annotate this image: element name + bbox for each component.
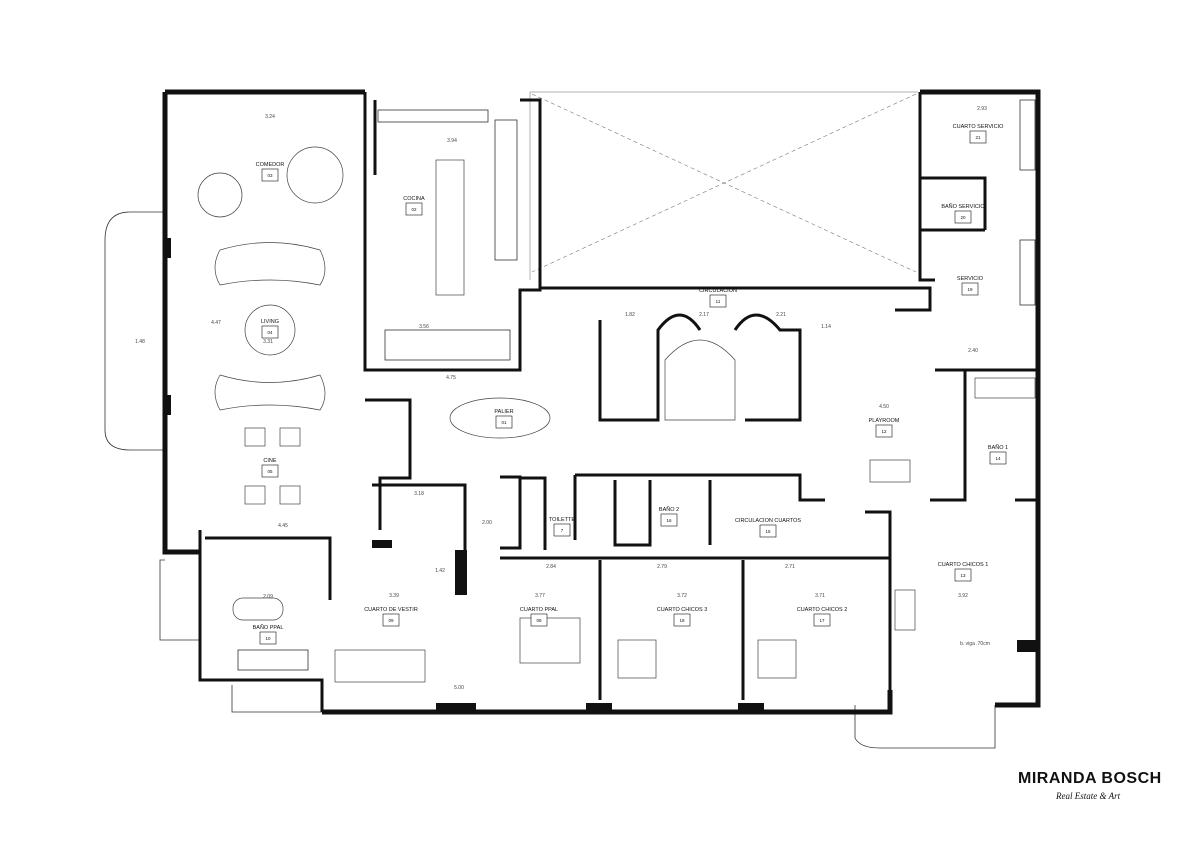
room-palier: PALIER 01 bbox=[494, 409, 514, 429]
room-bano-2: BAÑO 2 16 bbox=[659, 506, 679, 527]
svg-text:10: 10 bbox=[265, 636, 271, 641]
room-cuarto-ppal: CUARTO PPAL 08 bbox=[520, 607, 558, 627]
room-circulacion-cuartos: CIRCULACION CUARTOS 15 bbox=[735, 518, 801, 538]
svg-text:19: 19 bbox=[967, 287, 973, 292]
svg-text:LIVING: LIVING bbox=[261, 319, 279, 325]
dimension-labels: 3.24 3.94 2.93 4.47 3.31 1.48 3.56 4.75 … bbox=[135, 106, 990, 691]
room-cine: CINE 05 bbox=[261, 458, 279, 478]
svg-text:BAÑO 2: BAÑO 2 bbox=[659, 506, 679, 513]
room-playroom: PLAYROOM 12 bbox=[869, 418, 900, 438]
svg-text:2.71: 2.71 bbox=[785, 564, 795, 570]
svg-text:PALIER: PALIER bbox=[494, 409, 513, 415]
svg-text:2.21: 2.21 bbox=[776, 312, 786, 318]
svg-text:18: 18 bbox=[679, 618, 685, 623]
room-cuarto-servicio: CUARTO SERVICIO 21 bbox=[953, 124, 1004, 144]
room-comedor: COMEDOR 03 bbox=[256, 162, 285, 182]
svg-text:09: 09 bbox=[388, 618, 394, 623]
svg-text:BAÑO SERVICIO: BAÑO SERVICIO bbox=[941, 203, 985, 210]
svg-text:4.50: 4.50 bbox=[879, 404, 889, 410]
svg-text:08: 08 bbox=[536, 618, 542, 623]
svg-text:13: 13 bbox=[960, 573, 966, 578]
room-living: LIVING 04 bbox=[261, 319, 279, 339]
room-bano-ppal: BAÑO PPAL 10 bbox=[253, 624, 284, 645]
room-cuarto-chicos-2: CUARTO CHICOS 2 17 bbox=[797, 607, 848, 627]
interior-walls bbox=[365, 176, 1038, 700]
svg-text:3.92: 3.92 bbox=[958, 593, 968, 599]
svg-text:2.09: 2.09 bbox=[263, 594, 273, 600]
room-cuarto-chicos-3: CUARTO CHICOS 3 18 bbox=[657, 607, 708, 627]
room-cuarto-de-vestir: CUARTO DE VESTIR 09 bbox=[364, 607, 418, 627]
svg-text:1.14: 1.14 bbox=[821, 324, 831, 330]
svg-text:CINE: CINE bbox=[263, 458, 276, 464]
svg-text:SERVICIO: SERVICIO bbox=[957, 276, 984, 282]
svg-text:CIRCULACION: CIRCULACION bbox=[699, 288, 737, 294]
svg-text:21: 21 bbox=[975, 135, 981, 140]
svg-text:CUARTO DE VESTIR: CUARTO DE VESTIR bbox=[364, 607, 418, 613]
terrace-outline bbox=[104, 91, 996, 749]
svg-text:2.84: 2.84 bbox=[546, 564, 556, 570]
svg-text:2.79: 2.79 bbox=[657, 564, 667, 570]
brand-tagline: Real Estate & Art bbox=[1056, 791, 1121, 801]
svg-text:2.40: 2.40 bbox=[968, 348, 978, 354]
svg-text:4.47: 4.47 bbox=[211, 320, 221, 326]
svg-text:2.17: 2.17 bbox=[699, 312, 709, 318]
svg-text:2.00: 2.00 bbox=[482, 520, 492, 526]
room-cocina: COCINA 02 bbox=[403, 196, 425, 216]
svg-text:PLAYROOM: PLAYROOM bbox=[869, 418, 900, 424]
svg-text:03: 03 bbox=[267, 173, 273, 178]
svg-text:02: 02 bbox=[411, 207, 417, 212]
svg-text:1.42: 1.42 bbox=[435, 568, 445, 574]
svg-text:CUARTO CHICOS 2: CUARTO CHICOS 2 bbox=[797, 607, 848, 613]
svg-text:3.77: 3.77 bbox=[535, 593, 545, 599]
svg-text:04: 04 bbox=[267, 330, 273, 335]
svg-text:11: 11 bbox=[716, 299, 721, 304]
svg-text:COCINA: COCINA bbox=[403, 196, 425, 202]
exterior-walls bbox=[162, 89, 1041, 715]
room-servicio: SERVICIO 19 bbox=[957, 276, 984, 296]
svg-text:14: 14 bbox=[995, 456, 1001, 461]
svg-text:4.75: 4.75 bbox=[446, 375, 456, 381]
svg-text:4.45: 4.45 bbox=[278, 523, 288, 529]
room-cuarto-chicos-1: CUARTO CHICOS 1 13 bbox=[938, 562, 989, 582]
svg-text:01: 01 bbox=[501, 420, 507, 425]
svg-text:7: 7 bbox=[561, 528, 564, 533]
furniture bbox=[197, 99, 1036, 683]
room-bano-servicio: BAÑO SERVICIO 20 bbox=[941, 203, 985, 224]
svg-text:3.56: 3.56 bbox=[419, 324, 429, 330]
columns bbox=[163, 238, 1037, 711]
svg-text:COMEDOR: COMEDOR bbox=[256, 162, 285, 168]
room-labels: COMEDOR 03 COCINA 02 LIVING 04 CINE 05 PALIE… bbox=[253, 124, 1008, 645]
svg-text:3.72: 3.72 bbox=[677, 593, 687, 599]
room-circulacion: CIRCULACION 11 bbox=[699, 288, 737, 308]
svg-text:3.39: 3.39 bbox=[389, 593, 399, 599]
svg-text:CUARTO CHICOS 1: CUARTO CHICOS 1 bbox=[938, 562, 989, 568]
room-bano-1: BAÑO 1 14 bbox=[988, 444, 1008, 465]
svg-text:CIRCULACION CUARTOS: CIRCULACION CUARTOS bbox=[735, 518, 801, 524]
svg-text:BAÑO PPAL: BAÑO PPAL bbox=[253, 624, 284, 631]
svg-text:15: 15 bbox=[765, 529, 771, 534]
svg-text:3.24: 3.24 bbox=[265, 114, 275, 120]
svg-text:TOILETTE: TOILETTE bbox=[549, 517, 576, 523]
svg-text:05: 05 bbox=[267, 469, 273, 474]
svg-text:2.93: 2.93 bbox=[977, 106, 987, 112]
svg-text:3.31: 3.31 bbox=[263, 339, 273, 345]
brand-name: MIRANDA BOSCH bbox=[1018, 770, 1162, 787]
svg-text:3.18: 3.18 bbox=[414, 491, 424, 497]
svg-text:CUARTO CHICOS 3: CUARTO CHICOS 3 bbox=[657, 607, 708, 613]
svg-text:CUARTO PPAL: CUARTO PPAL bbox=[520, 607, 558, 613]
svg-text:17: 17 bbox=[819, 618, 825, 623]
svg-text:BAÑO 1: BAÑO 1 bbox=[988, 444, 1008, 451]
svg-text:5.00: 5.00 bbox=[454, 685, 464, 691]
svg-text:b. viga .70cm: b. viga .70cm bbox=[960, 641, 990, 647]
room-toilette: TOILETTE 7 bbox=[549, 517, 576, 537]
svg-text:1.82: 1.82 bbox=[625, 312, 635, 318]
svg-text:16: 16 bbox=[666, 518, 672, 523]
svg-text:1.48: 1.48 bbox=[135, 339, 145, 345]
svg-text:20: 20 bbox=[960, 215, 966, 220]
svg-text:3.71: 3.71 bbox=[815, 593, 825, 599]
svg-text:12: 12 bbox=[881, 429, 887, 434]
svg-text:CUARTO SERVICIO: CUARTO SERVICIO bbox=[953, 124, 1004, 130]
svg-text:3.94: 3.94 bbox=[447, 138, 457, 144]
